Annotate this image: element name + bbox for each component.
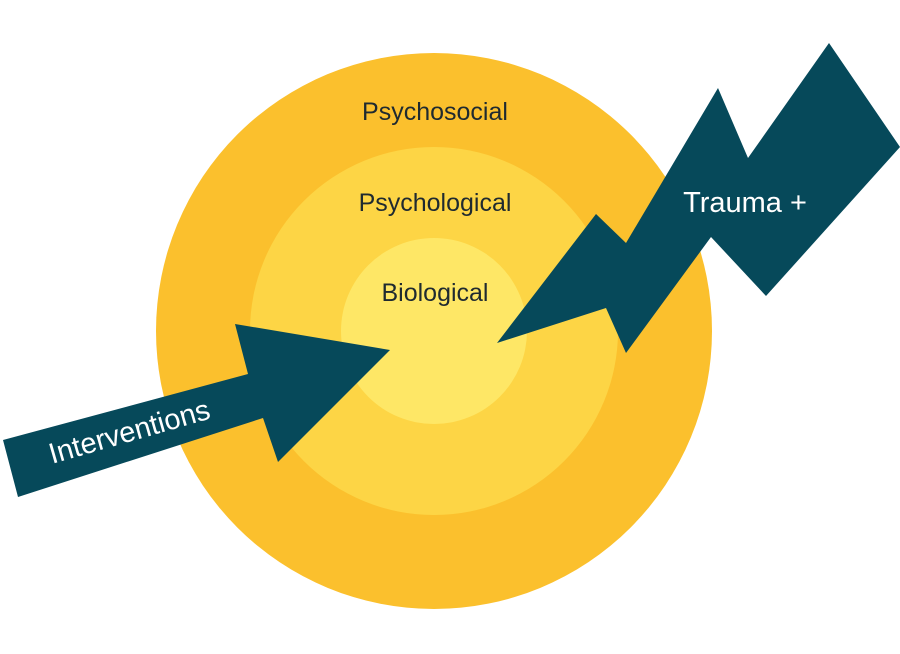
interventions-arrow <box>3 324 390 497</box>
label-psychosocial: Psychosocial <box>362 98 508 126</box>
label-biological: Biological <box>381 279 488 307</box>
trauma-lightning-bolt <box>497 43 900 353</box>
ring-biological <box>341 238 527 424</box>
trauma-label: Trauma + <box>683 187 807 219</box>
label-psychological: Psychological <box>359 189 512 217</box>
